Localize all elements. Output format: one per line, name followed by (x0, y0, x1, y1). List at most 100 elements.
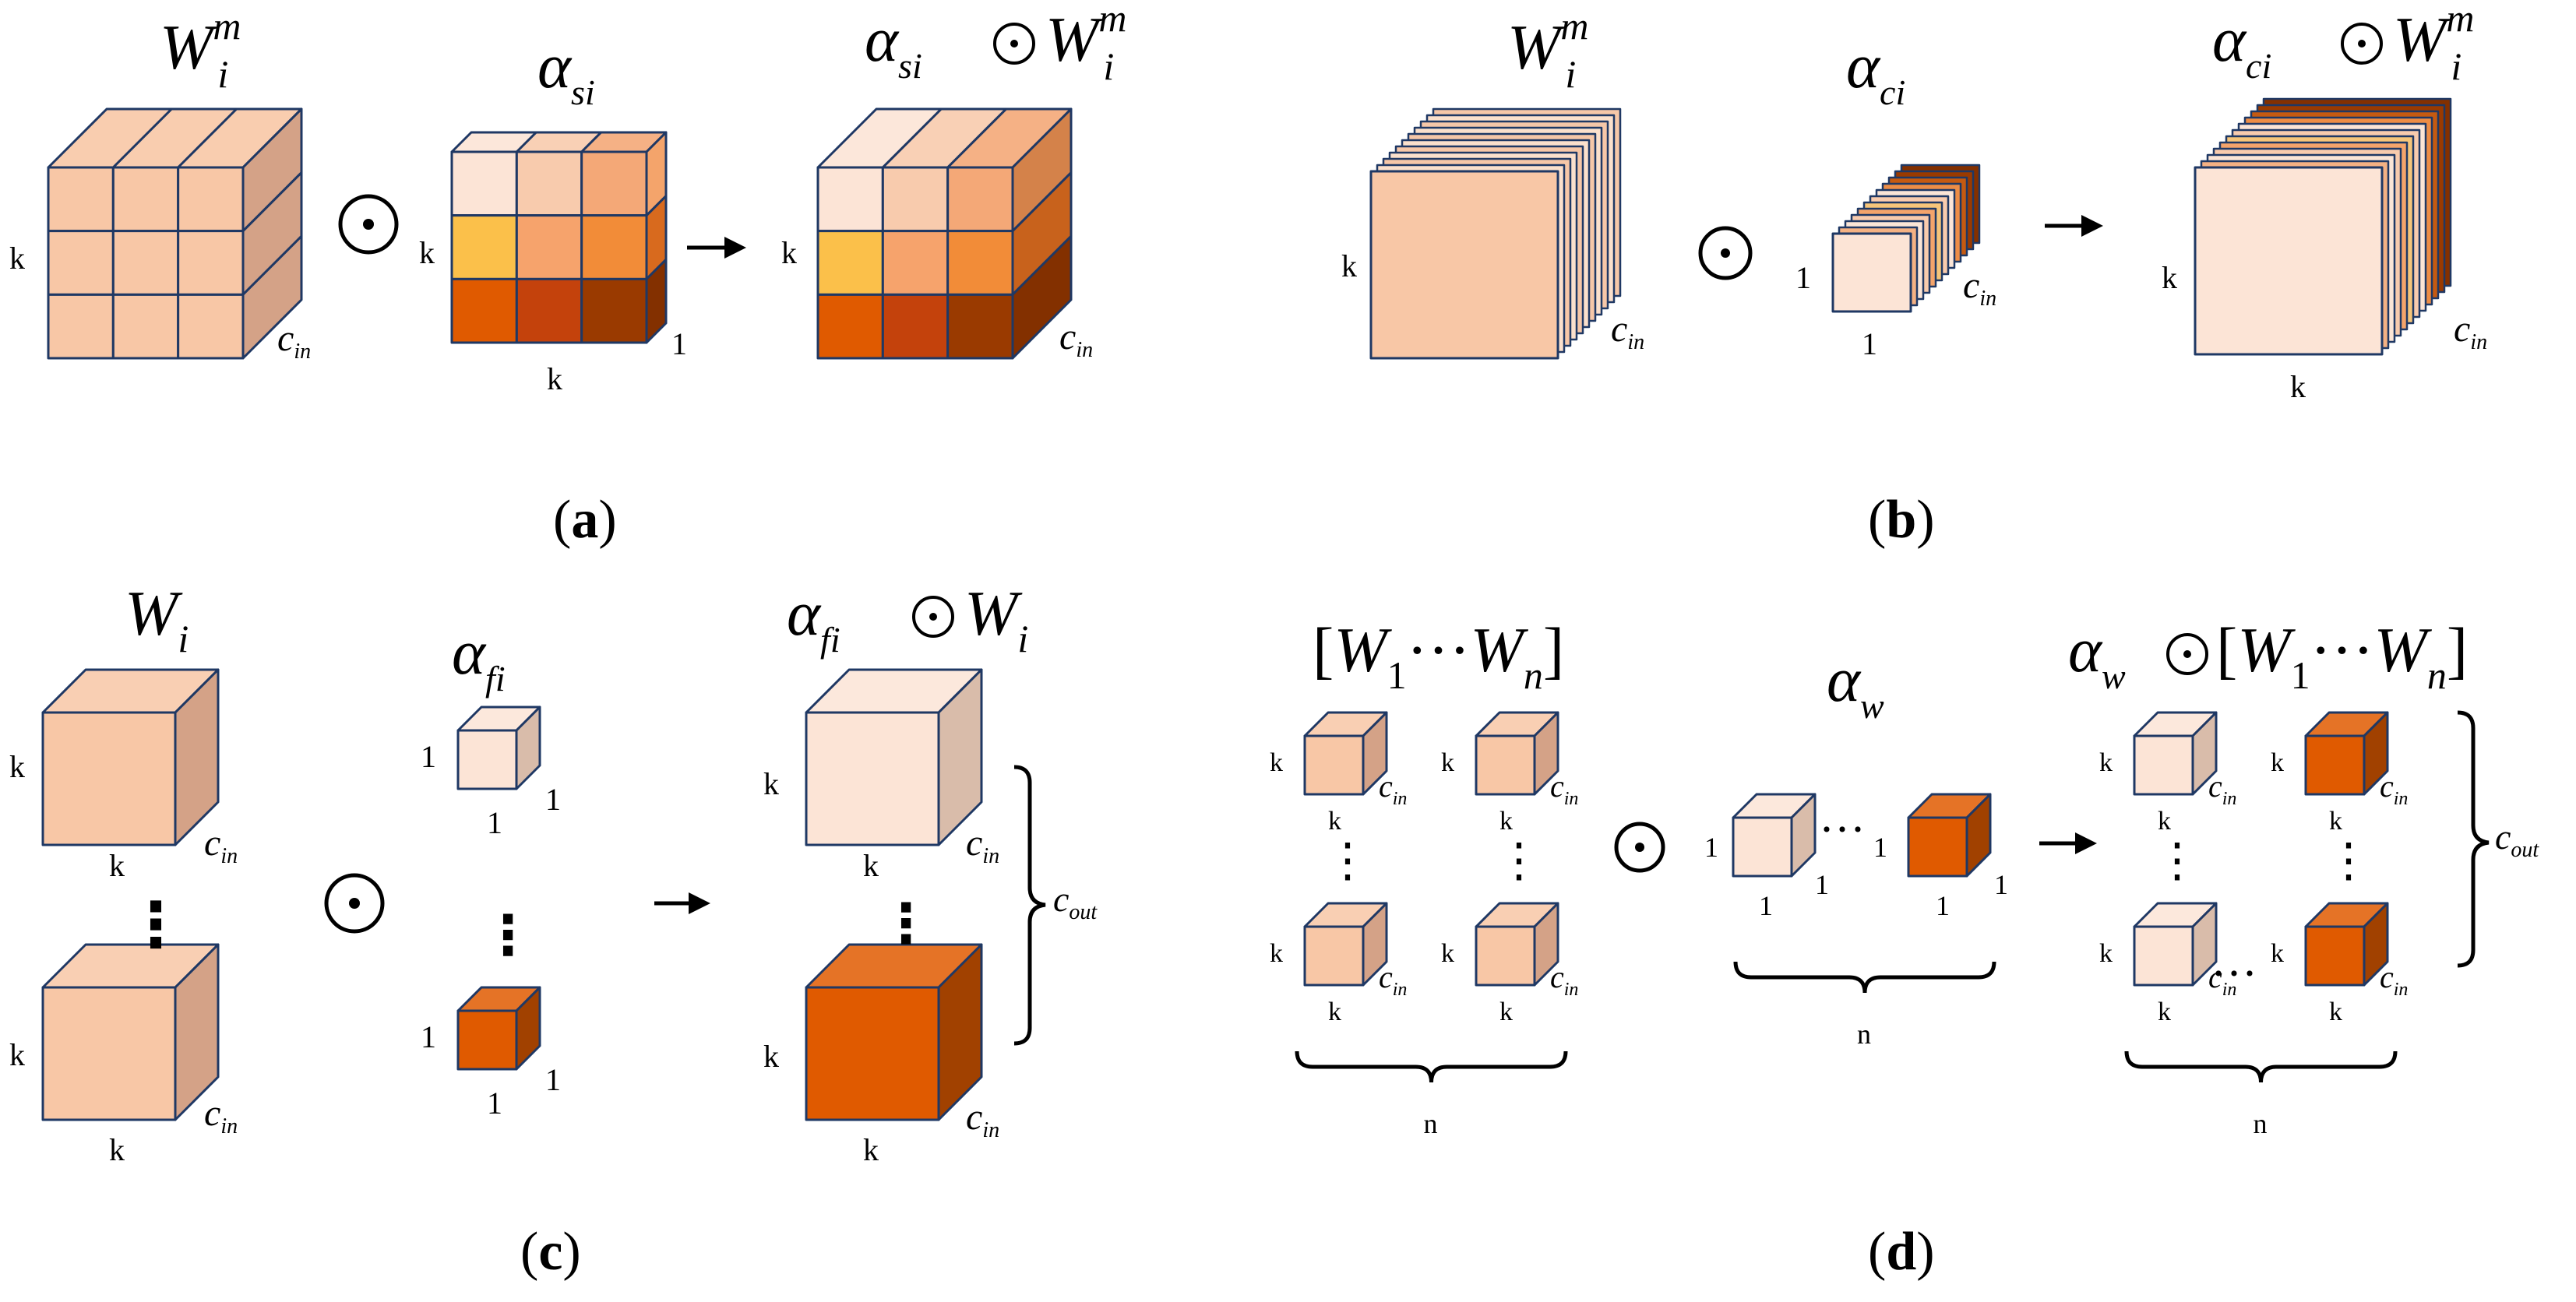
attention-map-cell (450, 150, 518, 217)
label-k: k (9, 1037, 25, 1072)
label-k: k (2099, 748, 2113, 777)
label-k: k (1270, 939, 1283, 968)
small-cube-front (1732, 816, 1793, 878)
label-n: n (1857, 1019, 1871, 1050)
label-k: k (781, 235, 797, 270)
small-cube-front (1303, 734, 1365, 796)
filter-cubes-c (41, 668, 220, 1121)
result-filter-cube-front (805, 711, 940, 846)
odot-symbol-dot (1721, 248, 1730, 258)
result-cube-cell (881, 166, 950, 233)
label-1: 1 (1759, 890, 1773, 921)
brace-n (1733, 961, 1996, 994)
brace-cout (1013, 765, 1046, 1046)
title-d-alpha: αw (1827, 644, 1884, 726)
label-k: k (763, 766, 779, 801)
filter-attention-cube-front (456, 729, 518, 790)
odot-symbol (1698, 226, 1753, 280)
label-cin: cin (2380, 959, 2408, 1000)
title-b-result: αci (2212, 4, 2271, 86)
vertical-dots: ⋮ (2154, 835, 2201, 886)
label-cin: cin (1059, 316, 1093, 362)
odot-symbol-dot (363, 219, 374, 230)
label-cin: cin (966, 822, 999, 868)
result-filter-cube-front (805, 986, 940, 1121)
weight-cube-cell (111, 166, 180, 233)
vertical-dots: ⋮ (2325, 835, 2372, 886)
brace-n (2124, 1050, 2398, 1083)
label-k: k (1328, 807, 1341, 836)
brace-n (1295, 1050, 1568, 1083)
arrow-d (2039, 832, 2097, 854)
label-k: k (1341, 248, 1357, 283)
label-k: k (863, 1132, 879, 1167)
attention-map-cell (515, 150, 583, 217)
result-filters-c (805, 668, 983, 1121)
result-stack-b (2194, 97, 2452, 356)
label-cout: cout (1053, 879, 1098, 924)
odot-symbol-dot (1635, 843, 1644, 852)
label-cin: cin (2380, 769, 2408, 809)
label-1: 1 (421, 739, 436, 774)
label-1: 1 (1795, 260, 1811, 295)
weight-cube-cell (47, 293, 115, 360)
label-cin: cin (1963, 265, 1996, 311)
caption-b: (b) (1868, 490, 1935, 550)
label-n: n (1424, 1108, 1438, 1139)
weight-cube-cell (111, 293, 180, 360)
channel-attention-b (1831, 164, 1981, 313)
vertical-dots: ⋮ (1324, 835, 1371, 886)
label-cin: cin (1611, 308, 1644, 354)
label-cin: cin (204, 822, 238, 868)
label-1: 1 (1994, 869, 2008, 900)
caption-c: (c) (520, 1222, 581, 1282)
label-k: k (2162, 260, 2177, 295)
label-cin: cin (2454, 308, 2487, 354)
arrow-a (687, 237, 746, 259)
brace-cout (2457, 710, 2490, 968)
filter-attention-c (456, 706, 541, 1071)
label-k: k (1499, 807, 1513, 836)
label-cin: cin (1379, 769, 1407, 809)
weight-slab-front (1369, 170, 1559, 360)
odot-symbol-dot (349, 898, 360, 909)
label-cin: cin (1379, 959, 1407, 1000)
odot-symbol (1614, 822, 1665, 873)
weight-cube-cell (111, 230, 180, 296)
label-cout: cout (2495, 817, 2539, 862)
result-cube-cell (816, 293, 884, 360)
result-cube-cell (946, 230, 1014, 296)
title-c-weight: Wi (125, 578, 189, 660)
label-k: k (763, 1039, 779, 1074)
weight-cube-cell (177, 166, 245, 233)
result-cube-cell (881, 293, 950, 360)
title-c-result: αfi (787, 578, 840, 660)
filter-attention-cube-front (456, 1009, 518, 1071)
result-cube-cell (816, 166, 884, 233)
label-1: 1 (421, 1019, 436, 1054)
label-k: k (1328, 998, 1341, 1026)
label-1: 1 (1936, 890, 1950, 921)
weight-stack-b (1369, 107, 1622, 360)
label-1: 1 (487, 805, 502, 840)
small-cube-front (2304, 734, 2366, 796)
label-k: k (9, 241, 25, 276)
small-cube-front (2133, 925, 2194, 987)
title-b-alpha: αci (1846, 30, 1905, 112)
weight-cube-cell (177, 230, 245, 296)
weight-cube-cell (47, 230, 115, 296)
attention-map-cell (580, 214, 648, 280)
label-n: n (2254, 1108, 2268, 1139)
odot-title-c (912, 596, 954, 638)
label-k: k (2271, 939, 2284, 968)
label-k: k (547, 361, 562, 396)
label-cin: cin (277, 318, 311, 364)
panel-c: Wi k k cin k k cin ⋮ αfi 1 1 1 ⋮ 1 1 1 α… (9, 578, 1098, 1282)
label-k: k (1499, 998, 1513, 1026)
